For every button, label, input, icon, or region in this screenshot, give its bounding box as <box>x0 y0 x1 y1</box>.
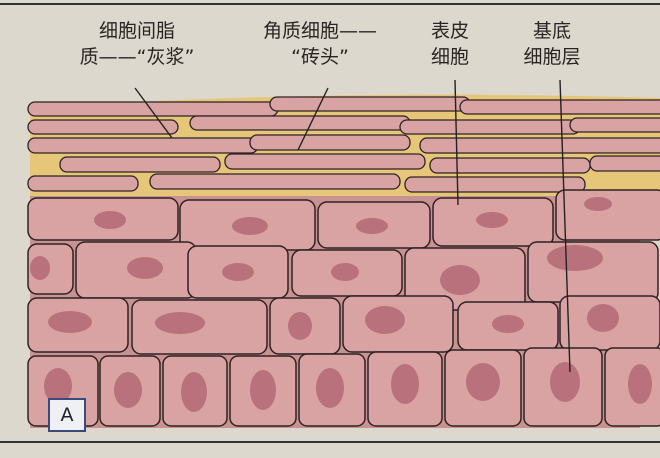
label-line: 基底 <box>532 20 571 42</box>
label-intercellular-lipid: 细胞间脂 质——“灰浆” <box>52 18 222 70</box>
label-line: 质——“灰浆” <box>79 46 195 68</box>
label-corneocyte: 角质细胞—— “砖头” <box>240 18 400 70</box>
leader-lines <box>134 79 571 373</box>
label-line: 细胞间脂 <box>98 20 175 42</box>
label-line: 角质细胞—— <box>262 20 377 42</box>
label-line: “砖头” <box>291 46 349 68</box>
label-line: 表皮 <box>430 20 469 42</box>
stratum-corneum <box>27 94 660 205</box>
panel-label: A <box>48 398 86 432</box>
label-epidermal-cell: 表皮 细胞 <box>420 18 480 70</box>
label-line: 细胞 <box>430 46 469 68</box>
epidermal-cells <box>27 189 660 428</box>
label-basal-layer: 基底 细胞层 <box>512 18 592 70</box>
nuclei <box>30 197 652 412</box>
label-line: 细胞层 <box>523 46 581 68</box>
